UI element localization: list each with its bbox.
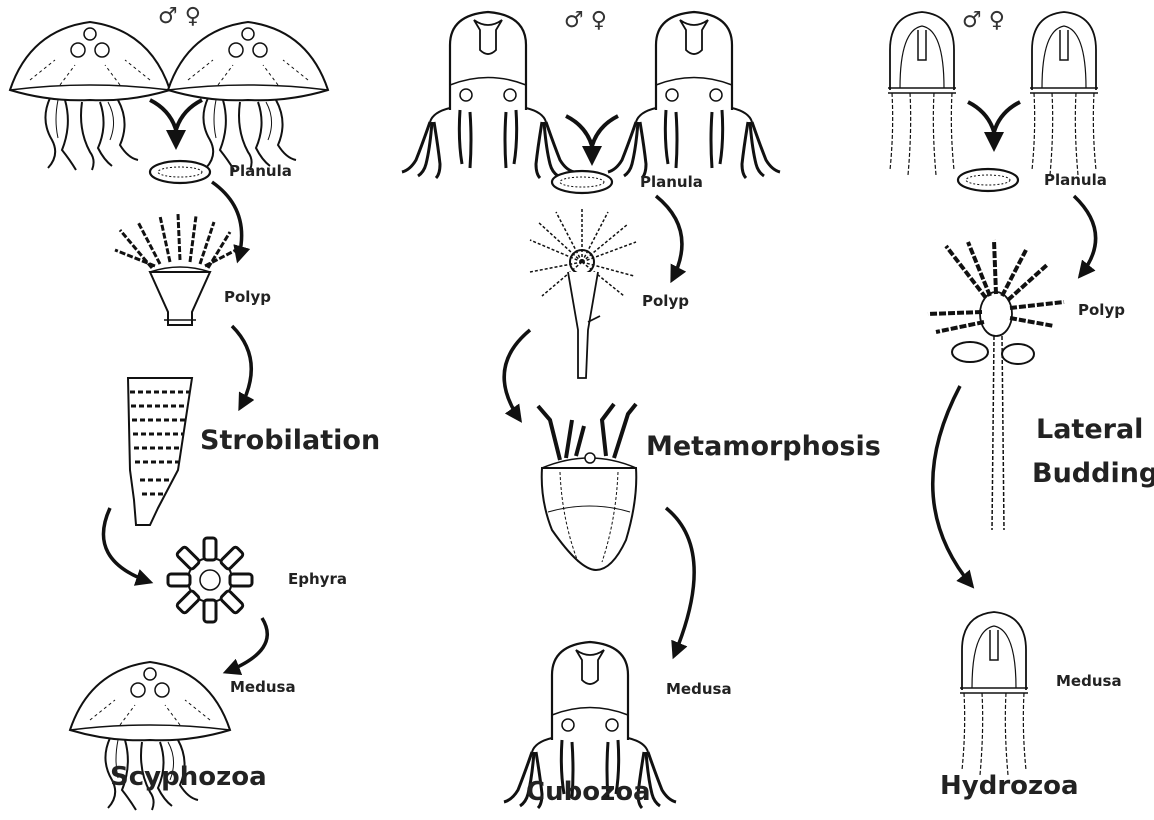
male-symbol: ♂	[962, 8, 982, 33]
hydrozoa-polyp-label: Polyp	[1078, 301, 1125, 319]
cubozoa-polyp-label: Polyp	[642, 292, 689, 310]
scyphozoa-ephyra-label: Ephyra	[288, 570, 347, 588]
cubozoa-planula-label: Planula	[640, 173, 703, 191]
cubozoa-class-title: Cubozoa	[526, 777, 651, 807]
hydrozoa-class-title: Hydrozoa	[940, 771, 1079, 801]
cubozoa-metamorphosis-stage	[538, 404, 636, 570]
hydrozoa-sex-symbols: ♂ ♀	[962, 8, 1005, 33]
cubozoa-sex-symbols: ♂ ♀	[564, 8, 607, 33]
scyphozoa-planula	[150, 161, 210, 183]
scyphozoa-polyp	[115, 214, 236, 325]
female-symbol: ♀	[185, 4, 201, 29]
scyphozoa-parents	[10, 22, 328, 170]
cubozoa-polyp	[530, 208, 636, 378]
male-symbol: ♂	[158, 4, 178, 29]
hydrozoa-transition-label-line1: Lateral	[1036, 414, 1143, 445]
hydrozoa-parents	[888, 12, 1098, 175]
scyphozoa-medusa-label: Medusa	[230, 678, 296, 696]
hydrozoa-transition-label-line2: Budding	[1032, 458, 1154, 489]
scyphozoa-planula-label: Planula	[229, 162, 292, 180]
hydrozoa-medusa-art	[960, 612, 1028, 775]
scyphozoa-ephyra	[168, 538, 252, 622]
scyphozoa-sex-symbols: ♂ ♀	[158, 4, 201, 29]
scyphozoa-class-title: Scyphozoa	[110, 762, 267, 792]
hydrozoa-planula	[958, 169, 1018, 191]
hydrozoa-medusa-label: Medusa	[1056, 672, 1122, 690]
cubozoa-metamorphosis-label: Metamorphosis	[646, 431, 881, 462]
scyphozoa-strobilation-label: Strobilation	[200, 425, 380, 456]
scyphozoa-polyp-label: Polyp	[224, 288, 271, 306]
hydrozoa-planula-label: Planula	[1044, 171, 1107, 189]
male-symbol: ♂	[564, 8, 584, 33]
cubozoa-medusa-label: Medusa	[666, 680, 732, 698]
scyphozoa-strobila	[128, 378, 192, 525]
female-symbol: ♀	[989, 8, 1005, 33]
female-symbol: ♀	[591, 8, 607, 33]
cubozoa-planula	[552, 171, 612, 193]
